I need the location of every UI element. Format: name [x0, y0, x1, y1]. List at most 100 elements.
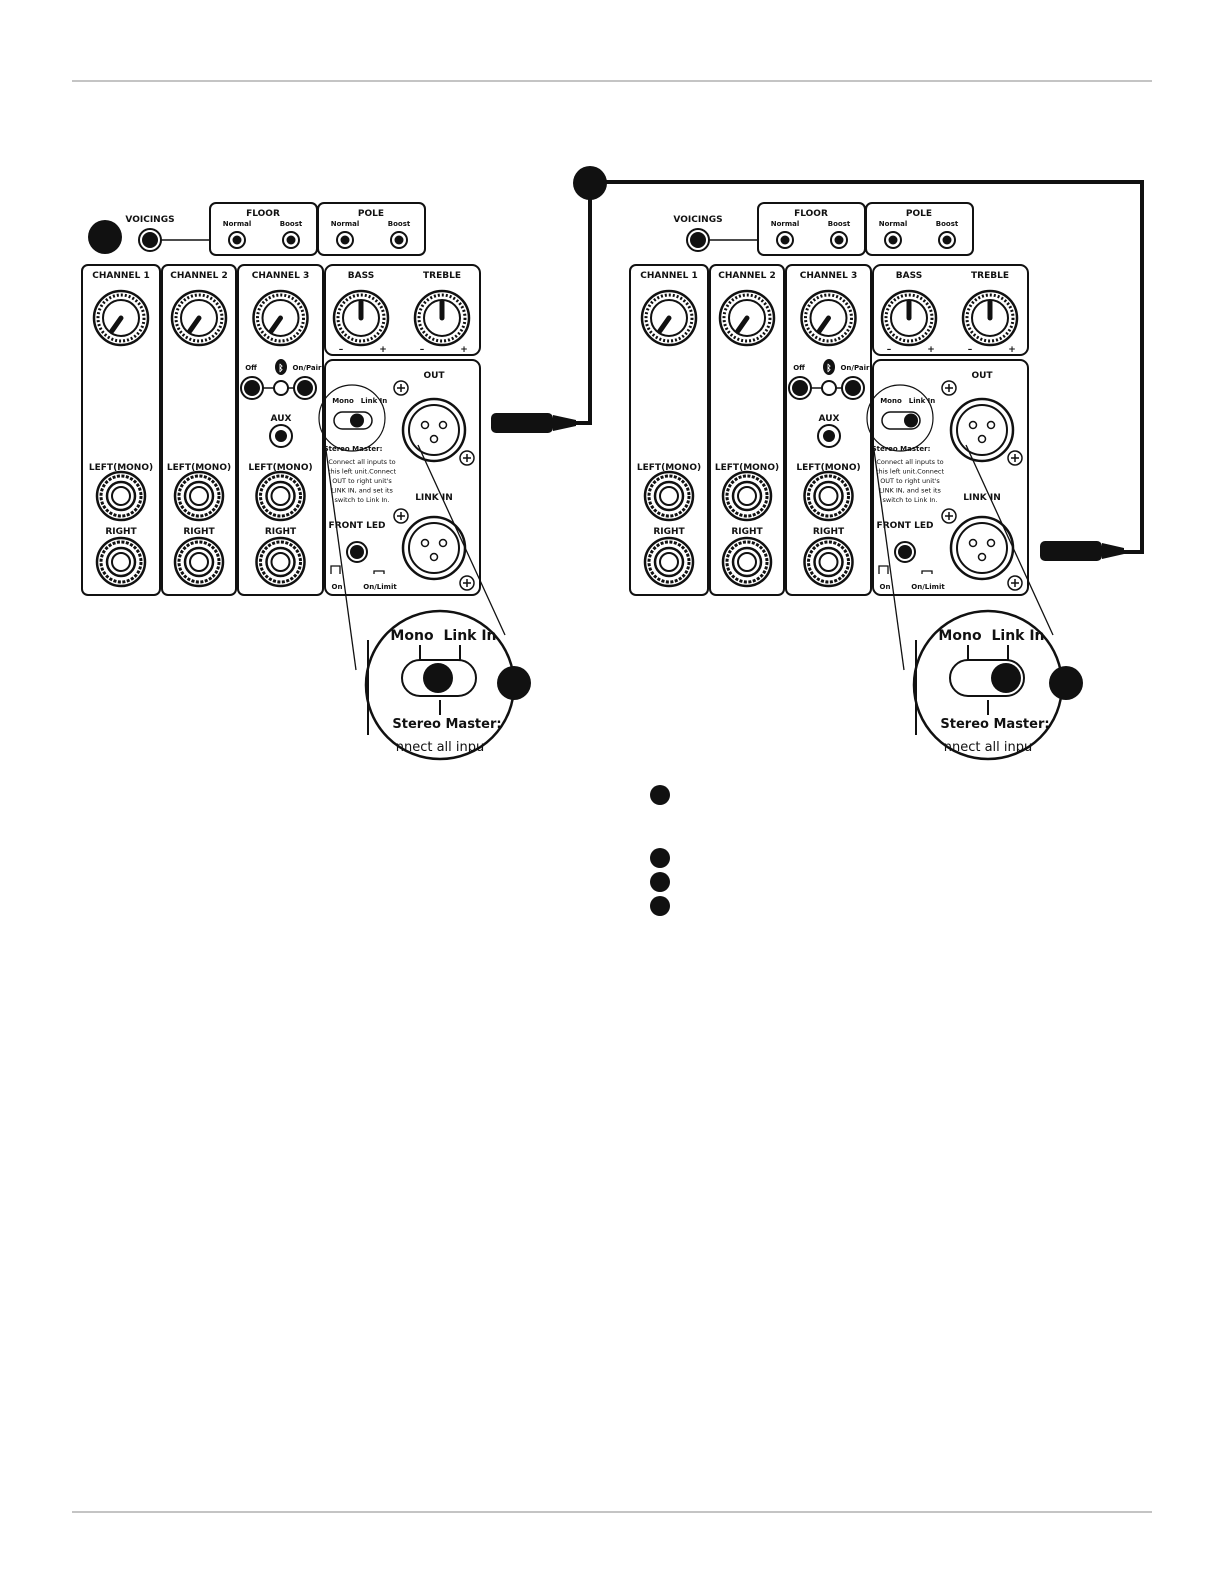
jack-hole	[111, 552, 131, 572]
front-led-label: FRONT LED	[877, 521, 934, 531]
voicing-led	[942, 235, 952, 245]
xlr-pin	[977, 552, 987, 562]
stereo-master-label: Stereo Master:	[324, 445, 383, 453]
zoom-switch-thumb	[991, 663, 1021, 693]
jack-hole	[111, 486, 131, 506]
voicing-led	[340, 235, 350, 245]
stereo-desc-line: Connect all inputs to	[328, 458, 395, 466]
aux-hole	[823, 430, 835, 442]
stereo-desc-line: LINK IN, and set its	[879, 487, 941, 495]
bt-on-pair-label: On/Pair	[292, 364, 322, 372]
right-label: RIGHT	[653, 527, 685, 537]
screw-icon	[1007, 575, 1023, 591]
left-mono-label: LEFT(MONO)	[89, 463, 153, 473]
right-input-jack	[721, 536, 773, 588]
jack-hole	[270, 486, 291, 506]
bt-on-pair-label: On/Pair	[840, 364, 870, 372]
callout-dot-icon	[497, 666, 531, 700]
front-led-button	[346, 541, 368, 563]
zoom-link-in-label: Link In	[443, 628, 496, 644]
treble-label: TREBLE	[423, 271, 461, 281]
channel-1-volume-knob	[640, 289, 698, 347]
jack-hole	[818, 552, 839, 572]
stereo-desc-line: Connect all inputs to	[876, 458, 943, 466]
link-in-xlr-jack	[949, 515, 1015, 581]
xlr-face	[408, 522, 460, 574]
xlr-link-cable	[491, 180, 1144, 561]
led-on-label: On	[332, 583, 343, 591]
bass-minus-label: –	[339, 345, 344, 355]
button-cap	[142, 232, 158, 248]
left-mono-label: LEFT(MONO)	[248, 463, 312, 473]
bass-plus-label: +	[379, 345, 387, 355]
out-label: OUT	[971, 371, 993, 381]
mono-label: Mono	[880, 397, 902, 405]
voicings-label: VOICINGS	[673, 215, 722, 225]
jack-nut	[259, 474, 302, 518]
channel-2-label: CHANNEL 2	[170, 271, 227, 281]
left-mono-label: LEFT(MONO)	[167, 463, 231, 473]
bt-off-button	[240, 376, 264, 400]
jack-nut	[725, 474, 769, 518]
jack-hole	[737, 552, 757, 572]
xlr-plug-left-icon	[491, 413, 576, 433]
legend-bullet-icon	[650, 848, 670, 868]
right-label: RIGHT	[731, 527, 763, 537]
xlr-pin	[420, 538, 430, 548]
screw-icon	[393, 508, 409, 524]
bluetooth-glyph: ᛒ	[278, 363, 283, 374]
xlr-pin	[968, 538, 978, 548]
pole-boost-label: Boost	[936, 220, 959, 228]
jack-nut	[177, 474, 221, 518]
knob-knurl	[965, 293, 1015, 343]
stereo-desc-line: switch to Link In.	[883, 496, 938, 504]
button-cap	[244, 380, 260, 396]
xlr-pin	[429, 552, 439, 562]
led-on-limit-label: On/Limit	[363, 583, 397, 591]
channel-3-label: CHANNEL 3	[252, 271, 309, 281]
floor-normal-label: Normal	[771, 220, 800, 228]
floor-boost-label: Boost	[280, 220, 303, 228]
bluetooth-glyph: ᛒ	[826, 363, 831, 374]
led-on-symbol	[878, 565, 889, 574]
knob-knurl	[336, 293, 386, 343]
button-cap	[792, 380, 808, 396]
bt-led	[821, 380, 837, 396]
button-cap	[845, 380, 861, 396]
zoom-line-left	[322, 427, 357, 671]
bt-on-pair-button	[293, 376, 317, 400]
left-input-jack	[721, 470, 773, 522]
knob-pointer	[657, 315, 672, 334]
legend-bullet-icon	[650, 896, 670, 916]
xlr-face	[956, 522, 1008, 574]
link-in-xlr-jack	[401, 515, 467, 581]
aux-jack	[817, 424, 841, 448]
link-in-switch-label: Link In	[361, 397, 388, 405]
switch-thumb	[350, 413, 364, 428]
pole-boost-label: Boost	[388, 220, 411, 228]
xlr-pin	[420, 420, 430, 430]
aux-hole	[275, 430, 287, 442]
jack-nut	[259, 540, 302, 584]
zoom-switch-thumb	[423, 663, 453, 693]
left-mono-label: LEFT(MONO)	[796, 463, 860, 473]
callout-dot-icon	[1049, 666, 1083, 700]
stereo-master-label: Stereo Master:	[872, 445, 931, 453]
screw-icon	[393, 380, 409, 396]
jack-nut	[807, 474, 850, 518]
knob-knurl	[417, 293, 467, 343]
pole-normal-label: Normal	[331, 220, 360, 228]
bluetooth-badge	[823, 359, 835, 375]
channel-1-label: CHANNEL 1	[640, 271, 697, 281]
jack-hole	[189, 486, 209, 506]
screw-icon	[941, 508, 957, 524]
bass-minus-label: –	[887, 345, 892, 355]
zoom-caption: nnect all inpu	[396, 740, 485, 755]
left-input-jack	[803, 470, 854, 522]
voicings-button	[686, 228, 710, 252]
